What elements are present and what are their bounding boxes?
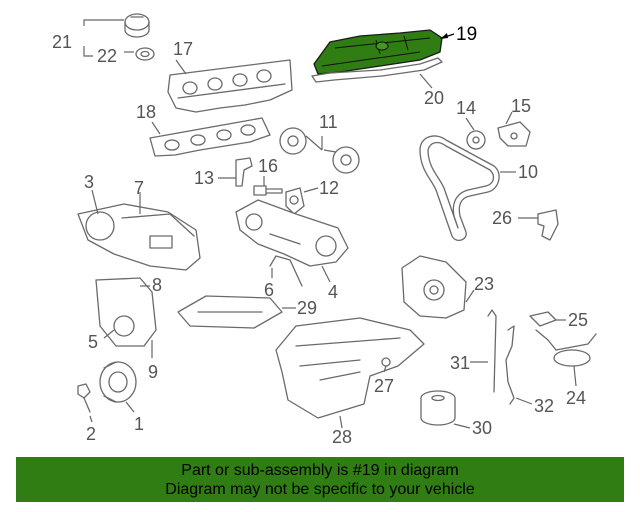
part-26-sensor[interactable] xyxy=(537,209,559,241)
label-27: 27 xyxy=(374,376,394,396)
label-28: 28 xyxy=(332,427,352,447)
label-12: 12 xyxy=(319,178,339,198)
part-14-idler-pulley[interactable] xyxy=(466,130,486,150)
part-12-tensioner[interactable] xyxy=(285,187,305,215)
label-24: 24 xyxy=(566,388,586,408)
label-16: 16 xyxy=(258,156,278,176)
label-15: 15 xyxy=(511,96,531,116)
label-32: 32 xyxy=(534,396,554,416)
part-30-oil-filter[interactable] xyxy=(420,390,456,426)
part-18-intake-gasket[interactable] xyxy=(149,117,271,157)
label-21: 21 xyxy=(52,32,72,52)
part-10-timing-belt[interactable] xyxy=(419,135,500,242)
part-6-guide[interactable] xyxy=(269,255,303,287)
label-4: 4 xyxy=(328,282,338,302)
part-17-intake-manifold[interactable] xyxy=(167,59,293,113)
part-32-dipstick-tube[interactable] xyxy=(505,325,515,405)
label-31: 31 xyxy=(450,353,470,373)
label-8: 8 xyxy=(152,275,162,295)
label-17: 17 xyxy=(173,39,193,59)
part-25-gasket[interactable] xyxy=(529,311,557,327)
part-16-bolt[interactable] xyxy=(253,185,283,196)
label-26: 26 xyxy=(492,208,512,228)
part-7-timing-cover-rear[interactable] xyxy=(121,213,195,237)
part-31-dipstick[interactable] xyxy=(487,309,497,393)
label-19: 19 xyxy=(456,24,477,45)
part-29-baffle-plate[interactable] xyxy=(177,295,283,329)
part-20-valve-cover-gasket[interactable] xyxy=(311,57,443,83)
part-24-oil-strainer[interactable] xyxy=(535,329,597,367)
part-3-timing-cover-upper[interactable] xyxy=(77,203,201,271)
label-22: 22 xyxy=(97,46,117,66)
part-1-crank-pulley[interactable] xyxy=(99,361,137,403)
label-5: 5 xyxy=(88,332,98,352)
part-13-sensor[interactable] xyxy=(235,157,253,187)
label-11: 11 xyxy=(319,112,338,132)
label-6: 6 xyxy=(264,280,274,300)
label-1: 1 xyxy=(134,414,144,434)
banner-line-2: Diagram may not be specific to your vehi… xyxy=(165,481,475,498)
part-2-bolt[interactable] xyxy=(77,383,91,413)
label-23: 23 xyxy=(474,274,494,294)
part-19-valve-cover[interactable] xyxy=(313,29,443,75)
part-22-filler-gasket[interactable] xyxy=(135,47,155,61)
label-13: 13 xyxy=(194,168,214,188)
part-5-seal[interactable] xyxy=(113,315,135,337)
label-7: 7 xyxy=(134,178,144,198)
part-11-camshaft-pulley[interactable] xyxy=(279,127,360,174)
label-25: 25 xyxy=(568,310,588,330)
label-2: 2 xyxy=(86,424,96,444)
part-8-lower-cover[interactable] xyxy=(95,277,157,347)
label-9: 9 xyxy=(148,362,158,382)
banner-line-1: Part or sub-assembly is #19 in diagram xyxy=(181,462,459,479)
label-3: 3 xyxy=(84,172,94,192)
label-29: 29 xyxy=(297,298,317,318)
label-20: 20 xyxy=(424,88,444,108)
part-28-oil-pan[interactable] xyxy=(275,317,425,419)
label-30: 30 xyxy=(472,418,492,438)
part-21-oil-filler-cap[interactable] xyxy=(124,13,150,38)
label-14: 14 xyxy=(456,98,476,118)
part-23-oil-pump[interactable] xyxy=(401,255,467,319)
info-banner: Part or sub-assembly is #19 in diagram D… xyxy=(16,457,624,502)
part-15-bracket[interactable] xyxy=(497,121,531,147)
engine-parts-diagram: 21 22 17 18 19 20 11 xyxy=(52,13,597,447)
part-4-timing-housing[interactable] xyxy=(235,199,349,267)
label-18: 18 xyxy=(136,102,156,122)
label-10: 10 xyxy=(518,162,538,182)
